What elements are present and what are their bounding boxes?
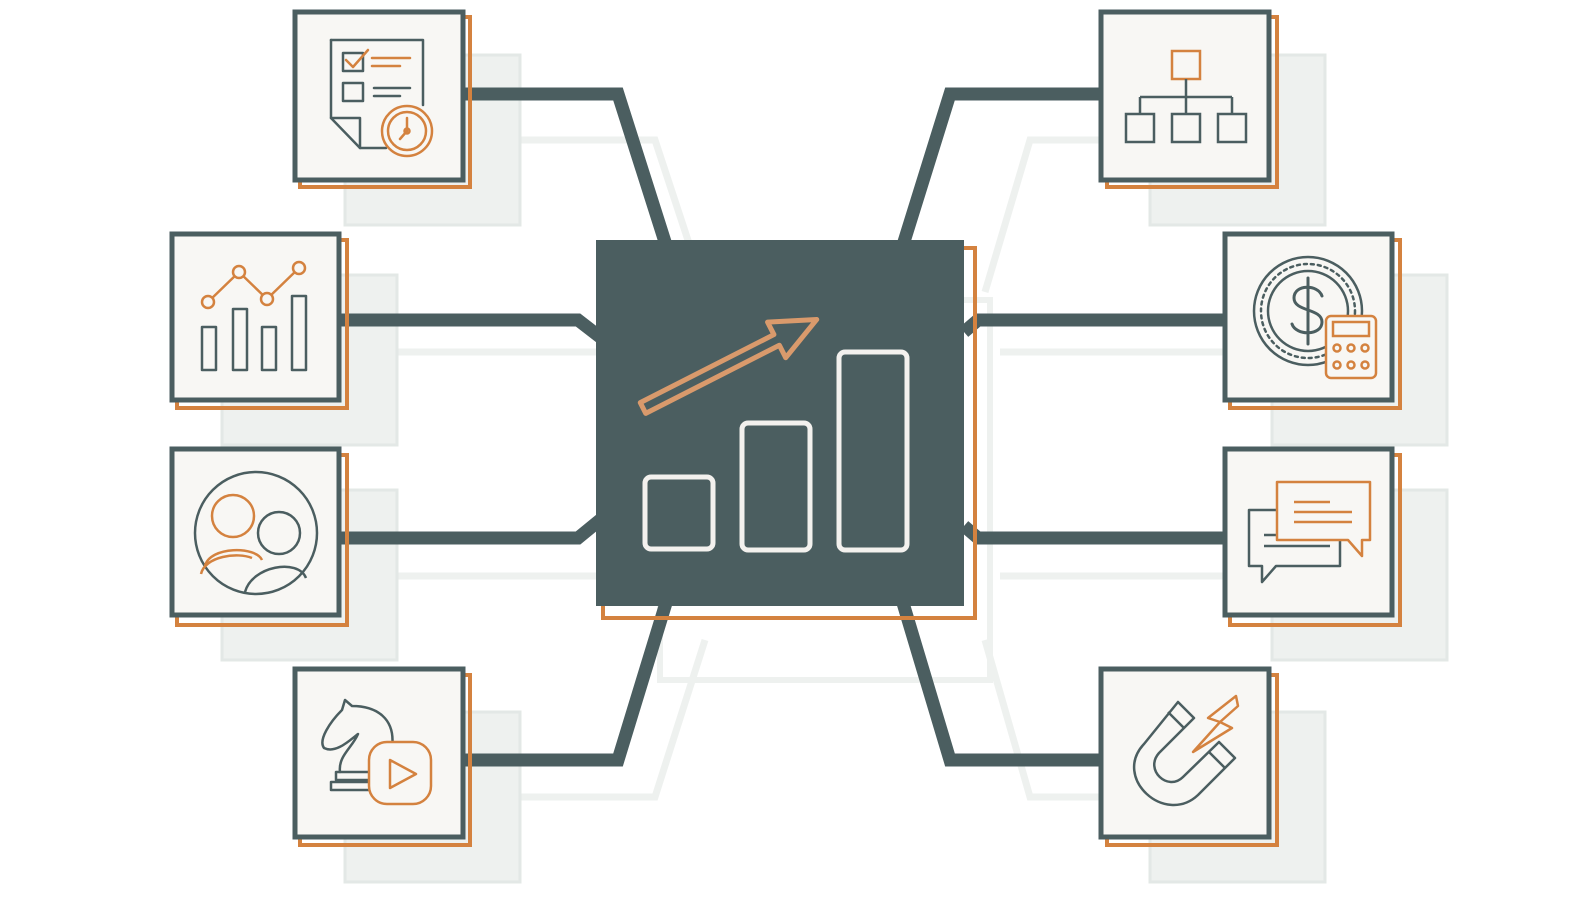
- node-messaging: [1222, 446, 1402, 627]
- connector-checklist: [462, 87, 673, 247]
- checklist-clock-icon: [329, 38, 434, 158]
- growth-bar-chart-with-arrow-icon: [637, 316, 910, 553]
- node-org-chart: [1098, 9, 1279, 189]
- connector-budget: [959, 313, 1225, 337]
- node-budget: [1222, 231, 1402, 410]
- node-audience: [169, 446, 349, 627]
- org-chart-icon: [1124, 49, 1248, 144]
- magnet-icon: [1132, 694, 1240, 807]
- connector-video-strategy: [462, 601, 673, 767]
- connector-org-chart: [896, 87, 1100, 247]
- node-video-strategy: [292, 666, 472, 847]
- connector-audience: [338, 514, 605, 545]
- connector-magnet: [896, 601, 1100, 767]
- connectors: [338, 87, 1225, 767]
- central-hub: [596, 240, 977, 620]
- chess-knight-video-icon: [321, 698, 433, 806]
- coin-calculator-icon: [1252, 255, 1378, 380]
- users-circle-icon: [193, 470, 319, 596]
- connector-line-chart: [338, 313, 604, 343]
- connector-messaging: [959, 521, 1225, 545]
- node-line-bar-chart: [169, 231, 349, 410]
- node-lead-magnet: [1098, 666, 1279, 847]
- line-bar-chart-icon: [200, 260, 308, 372]
- node-checklist-clock: [292, 9, 472, 189]
- chat-bubbles-icon: [1247, 480, 1372, 584]
